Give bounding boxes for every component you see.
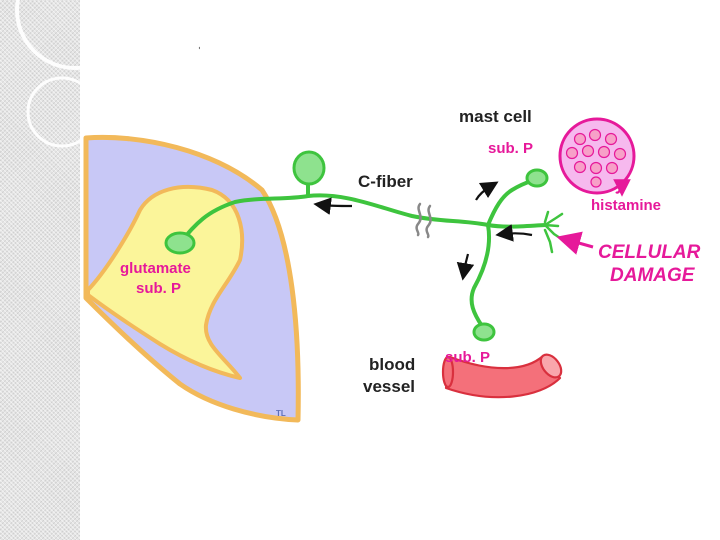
dorsal-root-ganglion-cell — [292, 150, 326, 186]
spinal-terminal-bulb — [164, 231, 196, 255]
granule — [604, 132, 618, 146]
granule — [605, 161, 619, 175]
dorsal-horn-inner-region — [86, 185, 245, 380]
sub-p-mast-label: sub. P — [488, 140, 533, 157]
mast-cell — [558, 117, 636, 195]
granule — [573, 132, 587, 146]
sub-p-spinal-label: sub. P — [136, 280, 181, 297]
nerve-endings — [543, 210, 564, 254]
granule — [565, 146, 579, 160]
granule — [573, 160, 587, 174]
decorative-dot — [198, 46, 200, 50]
histamine-release-arrow — [613, 179, 631, 197]
granule — [589, 161, 603, 175]
arrow-toward-vessel — [456, 253, 475, 281]
damage-label: DAMAGE — [610, 265, 696, 286]
mast-cell-label: mast cell — [459, 107, 532, 126]
signal-direction-arrows — [313, 181, 533, 281]
arrow-toward-spinal — [313, 197, 353, 215]
mast-cell-terminal-bulb — [525, 168, 549, 188]
axon-branch-damage — [486, 223, 547, 229]
vessel-label: vessel — [363, 377, 415, 396]
arrow-toward-mast — [475, 181, 499, 201]
axon-branch-mast — [486, 178, 536, 227]
arrow-from-damage — [495, 224, 533, 242]
c-fiber-label: C-fiber — [358, 172, 413, 191]
vessel-terminal-bulb — [472, 322, 496, 342]
cellular-damage-arrow — [556, 231, 594, 255]
decorative-rings — [15, 0, 200, 148]
decorative-ring-large — [15, 0, 135, 70]
axon-cut-mark — [415, 202, 432, 239]
granule — [588, 128, 602, 142]
granule — [581, 144, 595, 158]
blood-vessel — [441, 353, 563, 399]
granule — [597, 145, 611, 159]
histamine-label: histamine — [591, 197, 661, 214]
axon-branch-vessel — [469, 223, 491, 328]
author-initials: TL — [276, 409, 286, 418]
cellular-label: CELLULAR — [598, 242, 701, 263]
decorative-ring-small — [26, 76, 98, 148]
glutamate-label: glutamate — [120, 260, 191, 277]
granule — [590, 176, 602, 188]
sub-p-vessel-label: sub. P — [445, 349, 490, 366]
blood-label: blood — [369, 355, 415, 374]
decorative-side-strip — [0, 0, 80, 540]
granule — [613, 147, 627, 161]
